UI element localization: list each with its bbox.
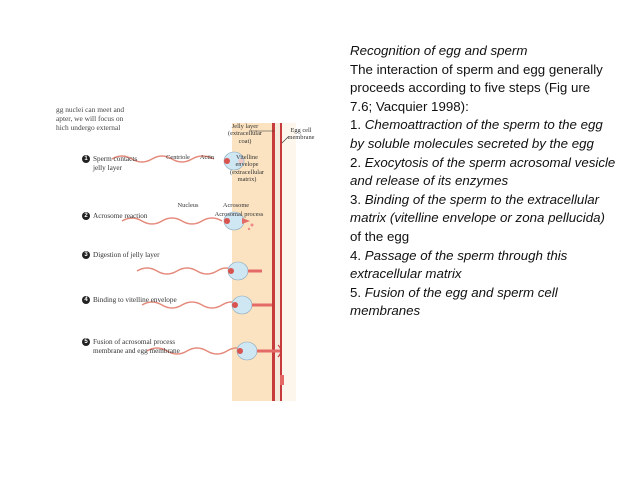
item-number: 4. [350,247,365,263]
actin-label: Actin [199,154,215,161]
acrosome-label: Acrosome [222,202,250,209]
label-line: (extracellular [227,130,263,138]
text-content: Recognition of egg and sperm The interac… [350,42,620,321]
background-text-line: gg nuclei can meet and [56,105,125,114]
egg-interior [282,123,296,401]
fertilization-figure: gg nuclei can meet and apter, we will fo… [42,95,334,405]
background-text-line: apter, we will focus on [56,114,124,123]
step-item-1: 1. Chemoattraction of the sperm to the e… [350,116,620,153]
nucleus-label: Nucleus [177,202,199,209]
citation: 7.6; Vacquier 1998): [350,98,469,114]
figure-drawing [111,123,296,401]
centriole-label: Centriole [166,154,190,161]
label-line: membrane [287,134,315,142]
step-label: membrane and egg membrane [93,346,180,355]
step-number: 2 [82,212,90,221]
step-label: jelly layer [93,163,122,172]
sperm-step-1 [111,151,245,171]
egg-cell-membrane-label: Egg cell membrane [278,127,324,142]
step-label: Acrosome reaction [93,212,148,220]
label-line: envelope [235,161,259,169]
step-label: Sperm contacts [93,155,138,163]
item-text: Binding of the sperm to the extracellula… [350,191,605,226]
sperm-step-5 [146,341,282,361]
sperm-step-4 [141,295,272,315]
label-line: Vitelline [236,154,258,161]
step-item-5: 5. Fusion of the egg and sperm cell memb… [350,284,620,321]
step-number: 1 [82,155,90,164]
step-label: Fusion of acrosomal process [93,338,176,346]
egg-membrane-line [280,123,282,401]
label-line: Jelly layer [231,123,259,130]
item-text: Passage of the sperm through this extrac… [350,247,568,282]
item-number: 5. [350,284,365,300]
jelly-layer-label: Jelly layer (extracellular coat) [216,123,274,145]
step-number: 4 [82,296,90,305]
item-text: Fusion of the egg and sperm cell membran… [350,284,558,319]
step-item-4: 4. Passage of the sperm through this ext… [350,247,620,284]
egg-cytoplasm [275,123,281,401]
label-line: coat) [238,137,252,145]
section-title: Recognition of egg and sperm [350,43,528,58]
item-number: 2. [350,154,365,170]
step-number: 5 [82,338,90,347]
intro-paragraph: The interaction of sperm and egg general… [350,61,603,96]
sperm-step-2 [121,211,254,231]
step-item-2: 2. Exocytosis of the sperm acrosomal ves… [350,154,620,191]
label-line: matrix) [237,176,257,184]
label-line: Egg cell [290,127,312,134]
background-text: gg nuclei can meet and apter, we will fo… [56,105,166,132]
vitelline-envelope-label: Vitelline envelope (extracellular matrix… [222,154,272,184]
item-number: 1. [350,117,365,133]
item-number: 3. [350,191,365,207]
sperm-step-3 [136,261,262,281]
acrosomal-process-label: Acrosomal process [214,211,264,218]
item-text: Chemoattraction of the sperm to the egg … [350,117,603,151]
fusion-mark [280,375,284,385]
background-text-line: hich undergo external [56,123,121,132]
step-label: Digestion of jelly layer [93,251,160,259]
step-number: 3 [82,251,90,260]
vitelline-envelope-line [272,123,275,401]
step-item-3: 3. Binding of the sperm to the extracell… [350,191,620,247]
label-line: (extracellular [229,168,265,176]
item-text: Exocytosis of the sperm acrosomal vesicl… [350,154,616,189]
step-label: Binding to vitelline envelope [93,296,177,304]
item-suffix: of the egg [350,228,410,244]
